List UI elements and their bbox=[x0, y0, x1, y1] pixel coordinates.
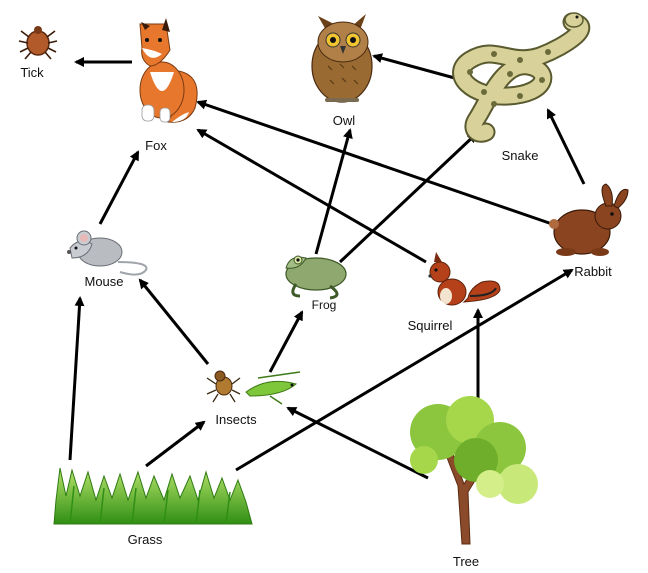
frog-icon bbox=[285, 255, 347, 300]
tick-icon bbox=[18, 26, 58, 60]
arrow-rabbit-to-snake bbox=[546, 108, 586, 185]
rabbit-icon bbox=[549, 183, 629, 256]
arrow-frog-to-snake bbox=[338, 132, 478, 264]
arrow-grass-to-rabbit bbox=[235, 268, 574, 472]
squirrel-icon bbox=[428, 252, 501, 306]
label-insects: Insects bbox=[215, 412, 257, 427]
label-tree: Tree bbox=[453, 554, 479, 569]
arrows-layer bbox=[68, 53, 586, 480]
insects-icon bbox=[206, 370, 301, 405]
arrow-tree-to-insects bbox=[286, 406, 429, 480]
snake-icon bbox=[452, 12, 591, 143]
tree-icon bbox=[410, 396, 538, 545]
arrow-insects-to-mouse bbox=[138, 278, 210, 365]
arrow-squirrel-to-fox bbox=[196, 128, 427, 264]
mouse-icon bbox=[67, 230, 148, 276]
fox-icon bbox=[139, 18, 198, 123]
arrow-frog-to-owl bbox=[314, 128, 353, 255]
label-squirrel: Squirrel bbox=[408, 318, 453, 333]
label-rabbit: Rabbit bbox=[574, 264, 612, 279]
label-grass: Grass bbox=[128, 532, 163, 547]
grass-icon bbox=[53, 467, 253, 525]
arrow-mouse-to-fox bbox=[98, 150, 140, 225]
label-frog: Frog bbox=[312, 298, 337, 312]
arrow-grass-to-insects bbox=[145, 420, 206, 468]
arrow-snake-to-owl bbox=[372, 53, 463, 82]
arrow-insects-to-frog bbox=[268, 310, 304, 373]
owl-icon bbox=[311, 14, 373, 103]
label-mouse: Mouse bbox=[84, 274, 123, 289]
label-owl: Owl bbox=[333, 113, 356, 128]
label-fox: Fox bbox=[145, 138, 167, 153]
arrow-grass-to-mouse bbox=[68, 296, 85, 461]
arrow-rabbit-to-fox bbox=[196, 99, 556, 227]
label-tick: Tick bbox=[20, 65, 44, 80]
label-snake: Snake bbox=[502, 148, 539, 163]
